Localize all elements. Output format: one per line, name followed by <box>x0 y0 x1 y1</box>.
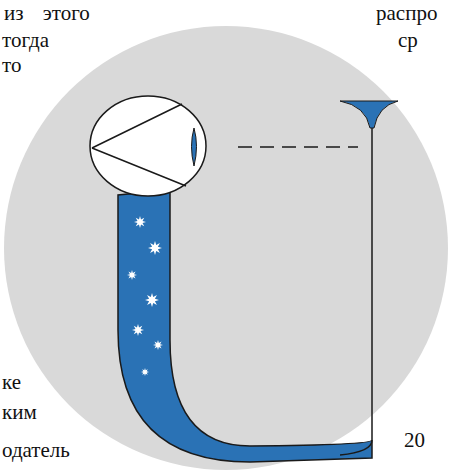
page-text-fragment: 20 <box>404 430 425 451</box>
lens-sliver <box>192 128 197 166</box>
page-text-fragment: тогда <box>2 30 49 51</box>
bubble-star <box>132 324 144 336</box>
level-line <box>238 146 358 148</box>
meniscus <box>340 101 398 128</box>
bubbles <box>127 216 163 376</box>
bubble-star <box>148 241 162 255</box>
bubble-star <box>127 270 137 280</box>
right-tube <box>340 103 372 455</box>
ray-lines <box>92 104 186 186</box>
bubble-star <box>134 216 146 228</box>
page-text-fragment: то <box>2 55 21 76</box>
bubble-star <box>145 293 159 307</box>
background-disc <box>4 26 448 470</box>
bubble-star <box>141 368 149 376</box>
blue-column <box>118 190 372 462</box>
page-text-fragment: из этого <box>4 3 90 24</box>
page-text-fragment: распро <box>376 3 437 24</box>
page-text-fragment: ке <box>2 372 21 393</box>
page-text-fragment: одатель <box>2 440 70 461</box>
page-text-fragment: ким <box>2 402 37 423</box>
bubble-star <box>153 340 163 350</box>
eye-circle <box>90 96 206 196</box>
page-text-fragment: ср <box>398 30 418 51</box>
